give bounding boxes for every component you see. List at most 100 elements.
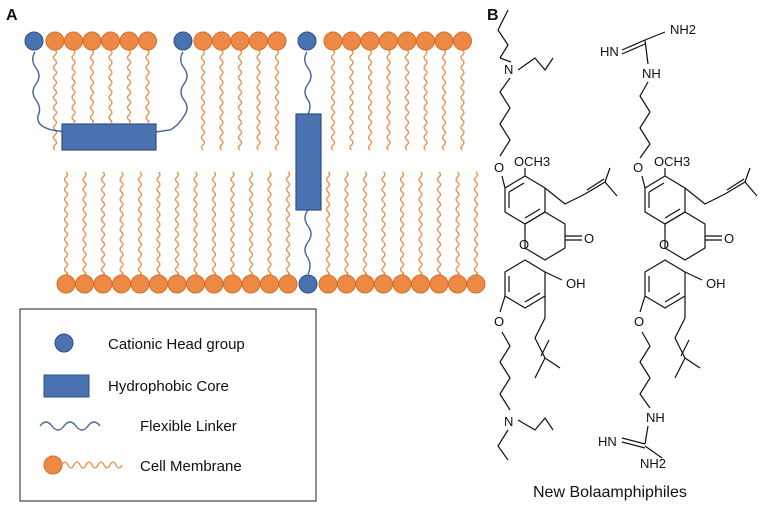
ring-center-a — [524, 211, 566, 261]
amine-bottom: N — [504, 414, 513, 429]
panel-b: B N O OCH3 — [487, 7, 758, 501]
lipid-tail — [418, 171, 423, 275]
lipid-head — [241, 274, 261, 294]
ring-bottom-b — [644, 259, 686, 309]
lipid-tail — [386, 49, 391, 151]
linker-chain-bottom — [499, 331, 511, 411]
lipid-head — [45, 31, 65, 51]
lipid-tail — [237, 49, 243, 151]
lipid-tail — [137, 171, 143, 275]
prenyl-top-b — [684, 181, 758, 205]
lipid-tail — [71, 49, 76, 123]
hydrophobic-core-vertical — [295, 113, 322, 211]
ether-o-top: O — [494, 160, 504, 175]
lipid-head — [416, 31, 435, 51]
hydrophobic-core-horizontal — [61, 123, 157, 151]
lipid-head — [260, 274, 279, 294]
lipid-tail — [63, 171, 69, 275]
prenyl-bottom-double — [540, 339, 550, 357]
lipid-tail — [256, 49, 261, 151]
lipid-tail — [404, 49, 410, 151]
pyran-o: O — [519, 237, 529, 252]
lipid-tail — [330, 49, 336, 151]
prenyl-bottom-b — [674, 296, 686, 379]
lipid-head — [429, 274, 449, 294]
ethyl-bottom-left — [497, 429, 509, 461]
lipid-tail — [119, 171, 124, 275]
lipid-head — [379, 31, 398, 51]
lipid-head — [112, 274, 131, 294]
legend: Cationic Head group Hydrophobic Core Fle… — [19, 308, 317, 502]
n-bond — [499, 57, 512, 63]
lipid-head — [397, 31, 417, 51]
linker-right — [155, 51, 188, 133]
linker-chain-top — [499, 77, 511, 157]
o-ring-bond-right — [641, 175, 646, 189]
prenyl-top-double — [586, 178, 605, 191]
lipid-tail — [441, 49, 447, 151]
aromatic-bond-b3 — [664, 208, 681, 219]
aromatic-bond-1 — [508, 182, 525, 193]
lipid-tail — [219, 49, 224, 151]
aromatic-bond-b1 — [648, 182, 665, 193]
lipid-head — [267, 31, 287, 51]
amine-top: N — [504, 62, 513, 77]
lipid-tail — [399, 171, 405, 275]
lipid-head — [411, 274, 430, 294]
legend-membrane-tail — [61, 461, 123, 469]
lipid-tail — [381, 171, 386, 275]
lipid-head — [119, 31, 139, 51]
aromatic-bond-b5 — [664, 292, 681, 303]
lipid-tail — [267, 171, 272, 275]
linker-bottom — [304, 209, 312, 275]
guanidine-bottom-bond-2 — [621, 437, 646, 445]
prenyl-top-methyl-b — [744, 167, 751, 183]
guanidine-bottom-bond-1 — [644, 425, 649, 445]
hydroxyl-label-b: OH — [706, 276, 726, 291]
ethyl-top-right — [517, 57, 554, 71]
lipid-head — [212, 31, 231, 51]
linker-chain-bottom-right — [639, 331, 651, 409]
lipid-tail — [325, 171, 331, 275]
lipid-head — [75, 274, 94, 294]
cationic-head-bottom-center — [298, 274, 318, 294]
lipid-head — [453, 31, 472, 51]
oh-bond-b — [684, 271, 703, 281]
guanidine-bottom-nh: NH — [646, 410, 665, 425]
cationic-head-top-right — [173, 31, 193, 51]
lipid-head — [466, 274, 486, 294]
lipid-head — [434, 31, 454, 51]
hydroxyl-label: OH — [566, 276, 586, 291]
legend-linker-symbol — [39, 421, 101, 431]
ether-o-bottom-b: O — [634, 314, 644, 329]
lipid-tail — [200, 49, 206, 151]
guanidine-top-bond-1 — [644, 31, 666, 41]
o-ring-bond-bottom — [499, 295, 506, 313]
legend-label-linker: Flexible Linker — [140, 418, 237, 435]
membrane-heads — [45, 31, 486, 294]
cationic-head-top-center — [297, 31, 317, 51]
lipid-tail — [436, 171, 442, 275]
lipid-tail — [145, 49, 150, 123]
guanidine-bottom-bond-4 — [644, 445, 663, 459]
lipid-head — [204, 274, 224, 294]
linker-chain-top-right — [639, 81, 651, 159]
lipid-tail — [349, 49, 354, 151]
panel-a-label: A — [6, 7, 18, 24]
lipid-head — [138, 31, 157, 51]
pyran-o-b: O — [659, 237, 669, 252]
ethyl-bottom-right — [517, 417, 554, 431]
lipid-tail — [362, 171, 368, 275]
lipid-head — [342, 31, 361, 51]
molecule-right: NH2 HN NH O OCH3 O O — [598, 22, 758, 471]
guanidine-top-bond-3 — [621, 43, 646, 55]
aromatic-bond-3 — [524, 208, 541, 219]
legend-head-symbol — [54, 333, 74, 353]
lipid-tail — [285, 171, 291, 275]
ether-o-top-right: O — [633, 160, 643, 175]
guanidine-bottom-hn: HN — [598, 434, 617, 449]
aromatic-bond-5 — [524, 292, 541, 303]
lipid-tail — [193, 171, 198, 275]
legend-core-symbol — [43, 374, 90, 398]
